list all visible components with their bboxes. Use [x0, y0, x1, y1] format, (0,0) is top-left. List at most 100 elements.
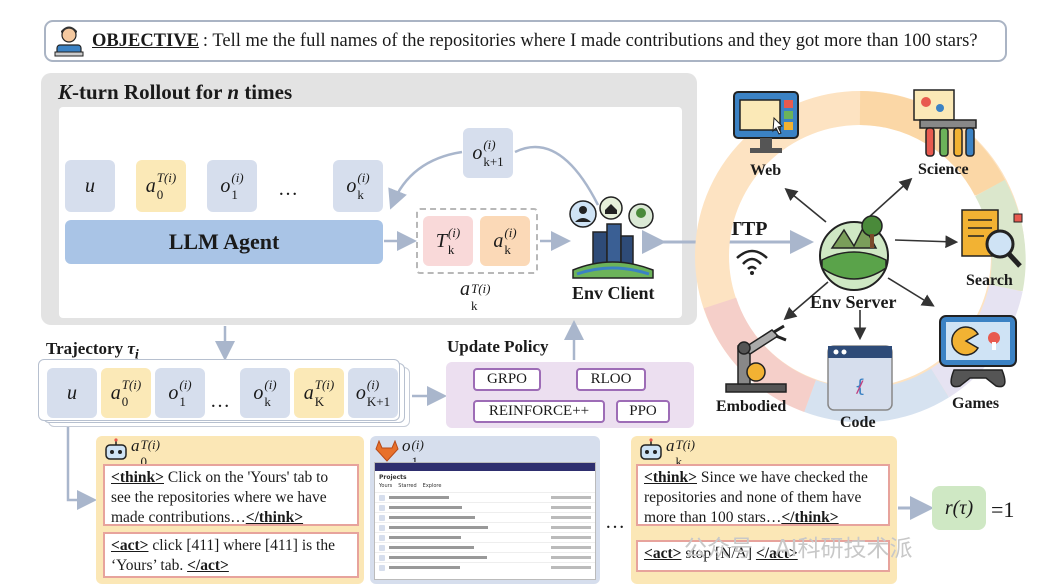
- rollout-title: K-turn Rollout for n times: [58, 80, 293, 104]
- svg-text:{: {: [855, 376, 866, 397]
- env-server-label: Env Server: [810, 292, 897, 312]
- card3-think-box: <think> Since we have checked the reposi…: [636, 464, 890, 526]
- env-label-games: Games: [952, 395, 1000, 412]
- code-window-icon: { /: [827, 345, 893, 411]
- gitlab-tab-yours[interactable]: Yours: [379, 483, 393, 489]
- algo-grpo: GRPO: [473, 368, 541, 391]
- token-o1: o(i)1: [207, 160, 257, 212]
- card2-o1-label: o(i)1: [402, 436, 424, 468]
- token-ellipsis: …: [278, 178, 298, 200]
- env-label-code: Code: [840, 414, 876, 431]
- env-label-embodied: Embodied: [716, 398, 787, 415]
- web-monitor-icon: [733, 91, 799, 153]
- gitlab-project-list: [375, 492, 595, 572]
- env-client-icon: [569, 196, 654, 279]
- robot-icon: [105, 438, 127, 460]
- embodied-robot-arm-icon: [725, 324, 787, 393]
- project-avatar: [379, 504, 385, 511]
- gitlab-project-row[interactable]: [375, 532, 595, 542]
- objective-label: OBJECTIVE: [92, 30, 199, 51]
- token-ok: o(i)k: [333, 160, 383, 212]
- gitlab-project-row[interactable]: [375, 502, 595, 512]
- traj-ellipsis: …: [210, 390, 230, 412]
- env-label-web: Web: [750, 162, 782, 179]
- traj-token-u: u: [47, 368, 97, 418]
- gitlab-tab-starred[interactable]: Starred: [398, 483, 417, 489]
- gitlab-project-row[interactable]: [375, 562, 595, 572]
- example-ellipsis: …: [605, 511, 625, 533]
- project-stats-line: [551, 496, 591, 499]
- update-policy-label: Update Policy: [447, 337, 549, 356]
- project-name-line: [389, 496, 449, 499]
- project-avatar: [379, 534, 385, 541]
- gitlab-project-row[interactable]: [375, 492, 595, 502]
- science-lab-icon: [913, 89, 977, 157]
- project-avatar: [379, 524, 385, 531]
- person-laptop-icon: [54, 26, 84, 57]
- env-client-label: Env Client: [572, 283, 655, 303]
- project-name-line: [389, 546, 474, 549]
- algo-reinforce: REINFORCE++: [473, 400, 605, 423]
- project-avatar: [379, 554, 385, 561]
- traj-token-o1: o(i)1: [155, 368, 205, 418]
- project-name-line: [389, 506, 462, 509]
- card3-act-box: <act> stop [N/A] </act>: [636, 540, 890, 572]
- trajectory-label: Trajectory τi: [46, 339, 139, 363]
- env-server-globe-icon: [819, 215, 889, 291]
- env-label-science: Science: [918, 161, 969, 178]
- project-avatar: [379, 514, 385, 521]
- token-Tk: T(i)k: [423, 216, 473, 266]
- token-ak: a(i)k: [480, 216, 530, 266]
- card1-act-box: <act> click [411] where [411] is the ‘Yo…: [103, 532, 359, 578]
- project-stats-line: [551, 526, 591, 529]
- token-u: u: [65, 160, 115, 212]
- gitlab-project-row[interactable]: [375, 512, 595, 522]
- traj-token-ok: o(i)k: [240, 368, 290, 418]
- gitlab-project-row[interactable]: [375, 522, 595, 532]
- objective-bar: OBJECTIVE : Tell me the full names of th…: [44, 20, 1007, 62]
- objective-text: : Tell me the full names of the reposito…: [202, 30, 978, 51]
- project-stats-line: [551, 536, 591, 539]
- svg-text:/: /: [855, 377, 865, 396]
- gitlab-tab-explore[interactable]: Explore: [422, 483, 442, 489]
- project-name-line: [389, 536, 461, 539]
- gitlab-screenshot: Projects Yours Starred Explore: [374, 462, 596, 580]
- project-avatar: [379, 494, 385, 501]
- obs-curve-arrow: [514, 145, 600, 206]
- watermark-text: 公众号 · AI科研技术派: [684, 536, 913, 562]
- project-stats-line: [551, 566, 591, 569]
- token-ok1: o(i)k+1: [463, 128, 513, 178]
- search-document-icon: [961, 209, 1023, 268]
- games-pacman-icon: [939, 315, 1017, 388]
- project-stats-line: [551, 546, 591, 549]
- reward-box: r(τ): [932, 486, 986, 530]
- card1-think-box: <think> Click on the 'Yours' tab to see …: [103, 464, 359, 526]
- project-name-line: [389, 556, 487, 559]
- gitlab-projects-title: Projects: [379, 474, 407, 481]
- env-label-search: Search: [966, 272, 1013, 289]
- project-name-line: [389, 566, 460, 569]
- project-name-line: [389, 526, 488, 529]
- action-group-dashed: [416, 208, 538, 274]
- algo-ppo: PPO: [616, 400, 670, 423]
- gitlab-project-row[interactable]: [375, 552, 595, 562]
- robot-icon-2: [640, 438, 662, 460]
- gitlab-project-row[interactable]: [375, 542, 595, 552]
- project-avatar: [379, 544, 385, 551]
- llm-agent-box: LLM Agent: [65, 220, 383, 264]
- wifi-icon: [736, 249, 768, 275]
- gitlab-fox-icon: [375, 440, 399, 462]
- project-stats-line: [551, 556, 591, 559]
- algo-rloo: RLOO: [576, 368, 646, 391]
- traj-token-oK1: o(i)K+1: [348, 368, 398, 418]
- project-name-line: [389, 516, 475, 519]
- project-avatar: [379, 564, 385, 571]
- reward-value: =1: [991, 497, 1015, 522]
